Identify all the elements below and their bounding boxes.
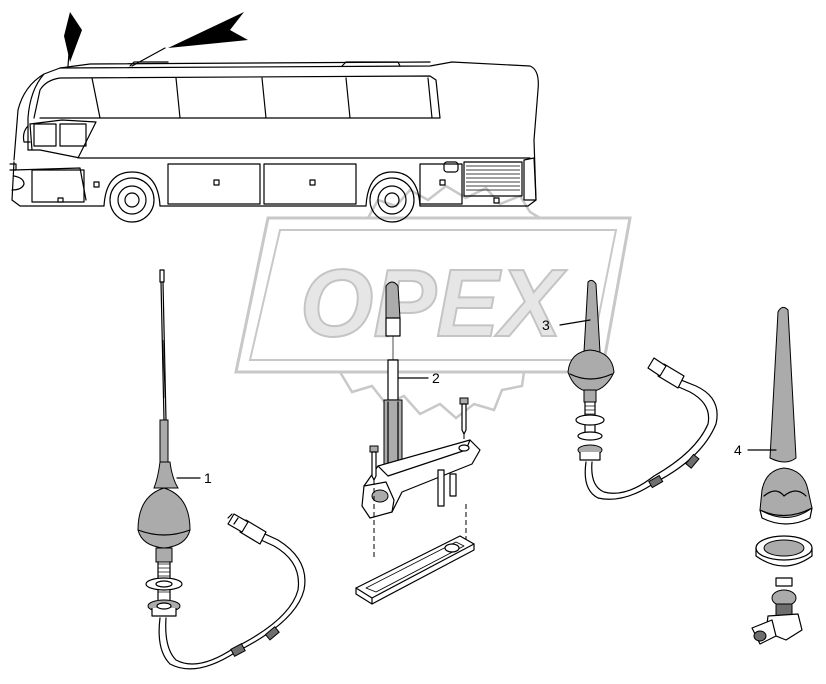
- watermark-text: OPEX: [300, 250, 567, 357]
- part-3-roof-antenna: 3: [542, 279, 718, 500]
- part-1-whip-antenna: 1: [137, 269, 306, 670]
- coach-bus: [9, 61, 539, 223]
- part-4-stub-antenna: 4: [734, 306, 813, 645]
- opex-watermark: OPEX: [234, 184, 632, 420]
- callout-1: 1: [204, 470, 212, 486]
- callout-3: 3: [542, 317, 550, 333]
- location-arrow-icon: [64, 12, 248, 67]
- callout-4: 4: [734, 442, 742, 458]
- part-2-mast-antenna: 2: [355, 281, 481, 605]
- callout-2: 2: [432, 370, 440, 386]
